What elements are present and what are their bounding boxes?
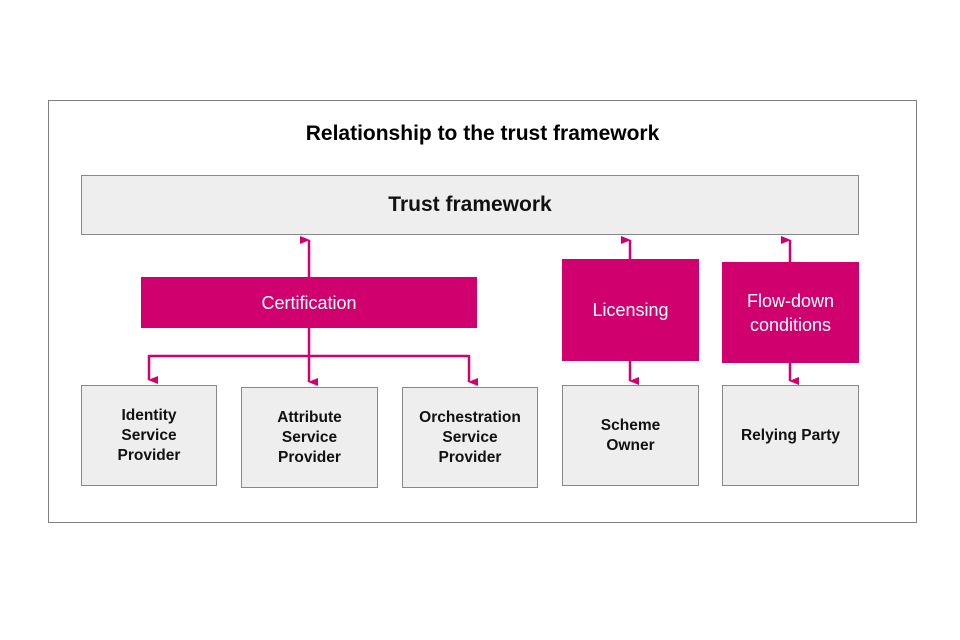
relying-party-box: Relying Party [722, 385, 859, 486]
attribute-service-provider-box: Attribute Service Provider [241, 387, 378, 488]
trust-framework-box: Trust framework [81, 175, 859, 235]
scheme-owner-box: Scheme Owner [562, 385, 699, 486]
certification-box: Certification [141, 277, 477, 328]
identity-service-provider-box: Identity Service Provider [81, 385, 217, 486]
diagram-title: Relationship to the trust framework [305, 122, 660, 145]
flow-down-conditions-box: Flow-down conditions [722, 262, 859, 363]
licensing-box: Licensing [562, 259, 699, 361]
orchestration-service-provider-box: Orchestration Service Provider [402, 387, 538, 488]
